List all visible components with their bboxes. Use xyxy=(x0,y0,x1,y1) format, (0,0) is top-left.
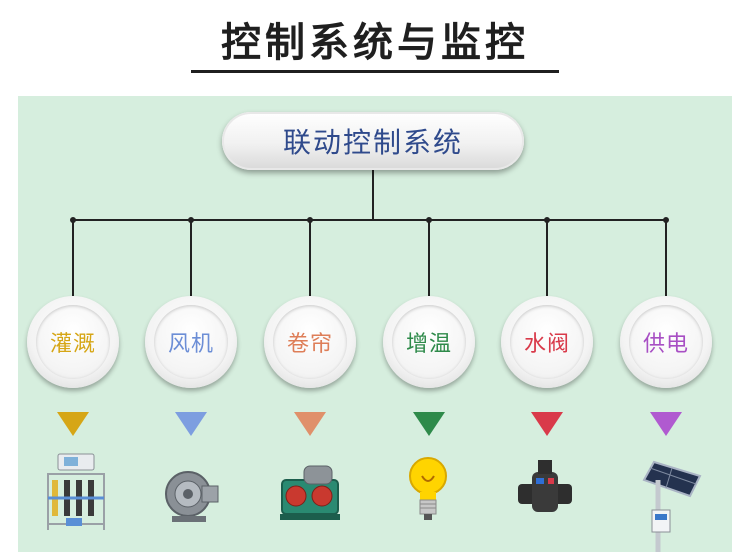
node-water-valve-label: 水阀 xyxy=(523,332,570,357)
node-fan-label: 风机 xyxy=(167,332,214,357)
down-arrow-icon xyxy=(650,412,682,436)
node-roller-curtain-label: 卷帘 xyxy=(286,332,333,357)
water-valve-icon xyxy=(518,460,572,512)
central-control-node: 联动控制系统 xyxy=(222,112,524,170)
junction-dot xyxy=(70,217,76,223)
down-arrow-icon xyxy=(413,412,445,436)
drop-line xyxy=(190,221,192,296)
bus-line xyxy=(72,219,666,221)
drop-line xyxy=(665,221,667,296)
title-underline xyxy=(191,70,559,73)
junction-dot xyxy=(426,217,432,223)
node-heating: 增温 xyxy=(383,296,475,388)
blower-fan-icon xyxy=(165,471,219,522)
junction-dot xyxy=(307,217,313,223)
page-title: 控制系统与监控 xyxy=(221,20,529,66)
junction-dot xyxy=(188,217,194,223)
drop-line xyxy=(428,221,430,296)
drop-line xyxy=(72,221,74,296)
diagram-panel xyxy=(18,96,732,552)
drop-line xyxy=(309,221,311,296)
down-arrow-icon xyxy=(57,412,89,436)
central-control-label: 联动控制系统 xyxy=(282,126,463,159)
node-power-supply-label: 供电 xyxy=(642,332,689,357)
node-heating-label: 增温 xyxy=(405,332,452,357)
trunk-line xyxy=(372,170,374,220)
node-irrigation-label: 灌溉 xyxy=(49,332,96,357)
node-water-valve: 水阀 xyxy=(501,296,593,388)
down-arrow-icon xyxy=(175,412,207,436)
node-fan: 风机 xyxy=(145,296,237,388)
junction-dot xyxy=(663,217,669,223)
junction-dot xyxy=(544,217,550,223)
irrigation-machine-icon xyxy=(47,453,105,530)
down-arrow-icon xyxy=(531,412,563,436)
light-bulb-icon xyxy=(409,457,447,520)
down-arrow-icon xyxy=(294,412,326,436)
node-power-supply: 供电 xyxy=(620,296,712,388)
solar-pole-icon xyxy=(642,460,702,552)
drop-line xyxy=(546,221,548,296)
node-roller-curtain: 卷帘 xyxy=(264,296,356,388)
roller-motor-icon xyxy=(280,465,340,520)
node-irrigation: 灌溉 xyxy=(27,296,119,388)
